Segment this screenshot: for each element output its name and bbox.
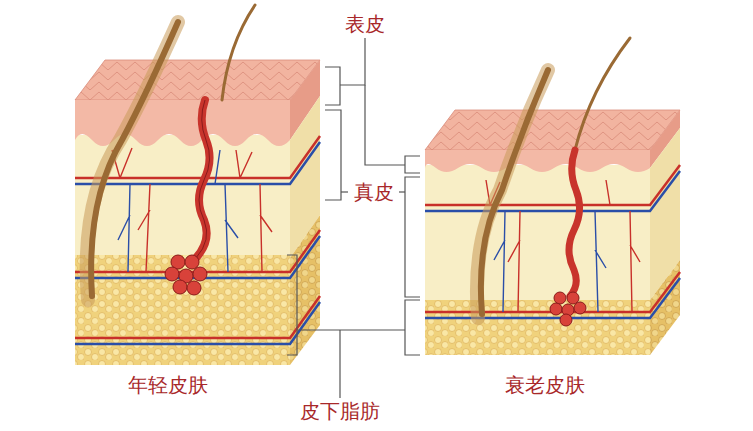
leader-brackets xyxy=(287,38,420,398)
caption-label: 年轻皮肤 xyxy=(125,373,211,397)
caption-label: 衰老皮肤 xyxy=(502,373,588,397)
layer-label: 真皮 xyxy=(351,180,397,204)
aged-skin-block xyxy=(425,38,680,355)
young-skin-block xyxy=(75,5,320,365)
layer-label: 表皮 xyxy=(342,12,388,36)
layer-label: 皮下脂肪 xyxy=(297,399,383,423)
